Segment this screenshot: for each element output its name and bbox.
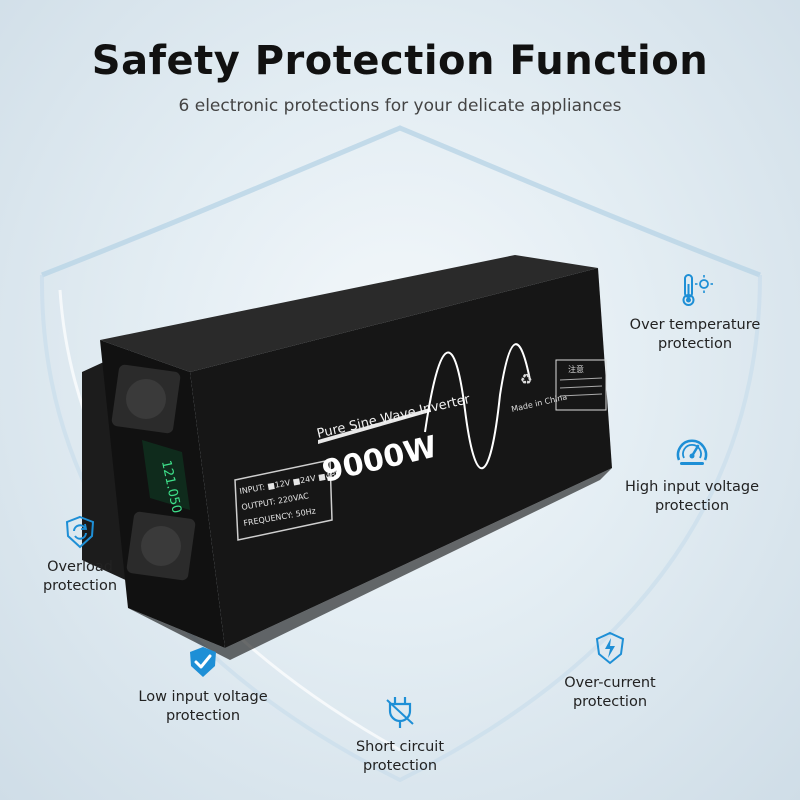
warning-label: 注意 [568,364,584,374]
gauge-icon [676,439,708,465]
recycle-icon: ♻ [520,372,533,388]
feature-low-input-voltage-label: Low input voltage protection [138,689,268,724]
feature-overload-label: Overload protection [42,559,118,594]
page-title: Safety Protection Function [91,38,709,84]
thermometer-sun-icon [682,274,713,306]
refresh-shield-icon [65,515,95,549]
feature-over-temperature-label: Over temperature protection [629,317,761,352]
feature-over-current-label: Over-current protection [564,675,656,710]
check-shield-icon [190,647,216,677]
feature-overload: Overload protection [22,514,138,596]
plug-icon [386,697,414,728]
feature-over-current: Over-current protection [540,630,680,712]
feature-high-input-voltage-label: High input voltage protection [624,479,760,514]
feature-short-circuit-label: Short circuit protection [355,739,445,774]
feature-low-input-voltage: Low input voltage protection [128,644,278,726]
feature-high-input-voltage: High input voltage protection [612,434,772,516]
lightning-shield-icon [595,631,625,665]
page-subtitle: 6 electronic protections for your delica… [178,96,622,116]
feature-over-temperature: Over temperature protection [620,272,770,354]
feature-short-circuit: Short circuit protection [330,694,470,776]
